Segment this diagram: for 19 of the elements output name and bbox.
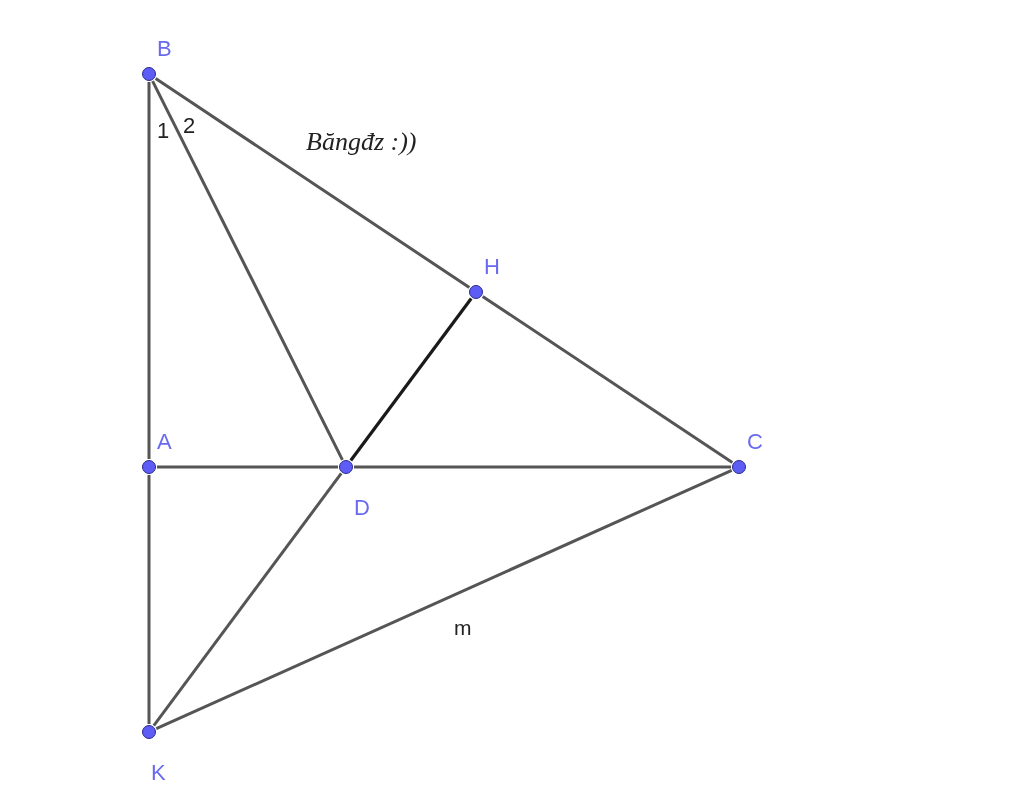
- line-segment: [157, 465, 338, 469]
- point-label: B: [157, 38, 172, 60]
- line-segment: [349, 297, 473, 462]
- line-segment: [481, 295, 734, 464]
- angle-number: 1: [157, 119, 170, 143]
- text-annotation: Băngđz :)): [306, 130, 417, 154]
- line-segment: [147, 475, 151, 724]
- line-segment: [154, 77, 471, 289]
- line-segment: [147, 82, 151, 459]
- point-label: C: [747, 431, 763, 453]
- line-segment: [155, 468, 733, 731]
- angle-number: 2: [183, 114, 196, 138]
- line-segment: [354, 465, 731, 469]
- line-segment: [152, 472, 343, 727]
- point-label: A: [157, 431, 172, 453]
- point-label: K: [151, 762, 166, 784]
- point-label: D: [354, 497, 370, 519]
- line-segment: [151, 80, 344, 461]
- point-label: H: [484, 256, 500, 278]
